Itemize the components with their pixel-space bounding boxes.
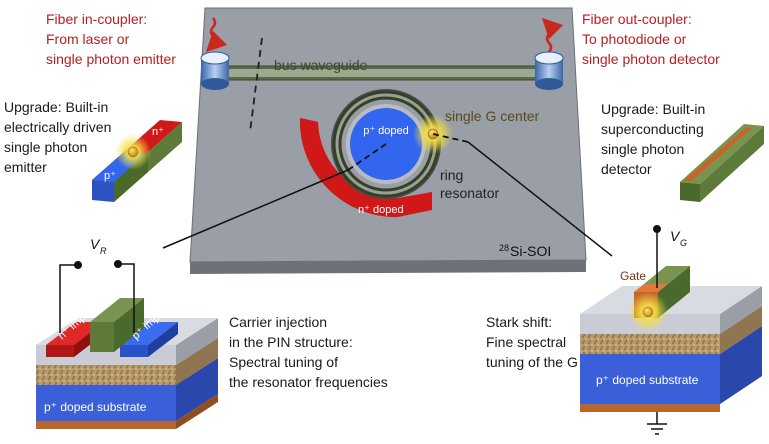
- upgrade-left-line1: Upgrade: Built-in: [4, 99, 108, 115]
- fiber-in-line1: Fiber in-coupler:: [46, 11, 147, 27]
- soi-sup: 28: [499, 243, 509, 253]
- callout-line-left: [162, 169, 349, 249]
- bus-waveguide-label: bus waveguide: [274, 57, 368, 73]
- ring-label-line1: ring: [440, 167, 463, 183]
- fiber-out-line3: single photon detector: [582, 51, 720, 67]
- substrate-right-label: p⁺ doped substrate: [596, 373, 699, 387]
- fiber-in-line2: From laser or: [46, 31, 130, 47]
- pn-emitter-bar: p⁺ n⁺: [92, 120, 182, 202]
- vg-label: V: [670, 228, 681, 244]
- vr-label: V: [90, 236, 101, 252]
- upgrade-right-line1: Upgrade: Built-in: [601, 101, 705, 117]
- stark-line1: Stark shift:: [486, 314, 552, 330]
- fiber-in-line3: single photon emitter: [46, 51, 176, 67]
- substrate-left-label: p⁺ doped substrate: [44, 400, 147, 414]
- upgrade-right-line3: single photon: [601, 141, 684, 157]
- soi-label: Si-SOI: [510, 243, 551, 259]
- cut-line-left: [249, 37, 263, 133]
- upgrade-right-line2: superconducting: [601, 121, 704, 137]
- pin-device: n⁺ impl. p⁺ impl. p⁺ doped substrate V R: [36, 236, 218, 429]
- carrier-line2: in the PIN structure:: [229, 334, 353, 350]
- stark-line2: Fine spectral: [486, 334, 566, 350]
- upgrade-left-line3: single photon: [4, 139, 87, 155]
- upgrade-left-line2: electrically driven: [4, 119, 111, 135]
- callout-line-right: [467, 141, 613, 257]
- bus-waveguide: [213, 65, 549, 81]
- fiber-out-line1: Fiber out-coupler:: [582, 11, 692, 27]
- stark-device: Gate p⁺ doped substrate V G: [580, 225, 762, 435]
- carrier-line1: Carrier injection: [229, 314, 327, 330]
- vg-sub: G: [680, 238, 687, 248]
- fiber-in-coupler-icon: [200, 17, 230, 90]
- gate-label: Gate: [620, 269, 646, 283]
- fiber-out-line2: To photodiode or: [582, 31, 687, 47]
- upgrade-left-line4: emitter: [4, 159, 47, 175]
- p-doped-label: p⁺ doped: [363, 125, 409, 137]
- vr-sub: R: [100, 246, 107, 256]
- superconducting-detector-bar: [680, 124, 764, 202]
- g-center-label: single G center: [445, 108, 539, 124]
- carrier-line3: Spectral tuning of: [229, 354, 338, 370]
- n-doped-label: n⁺ doped: [358, 204, 404, 216]
- fiber-out-coupler-icon: [534, 17, 564, 90]
- stark-line3: tuning of the G lines: [486, 354, 611, 370]
- upgrade-right-line4: detector: [601, 161, 652, 177]
- emitter-n-label: n⁺: [152, 126, 164, 138]
- ring-label-line2: resonator: [440, 185, 499, 201]
- carrier-line4: the resonator frequencies: [229, 374, 388, 390]
- emitter-p-label: p⁺: [104, 170, 116, 182]
